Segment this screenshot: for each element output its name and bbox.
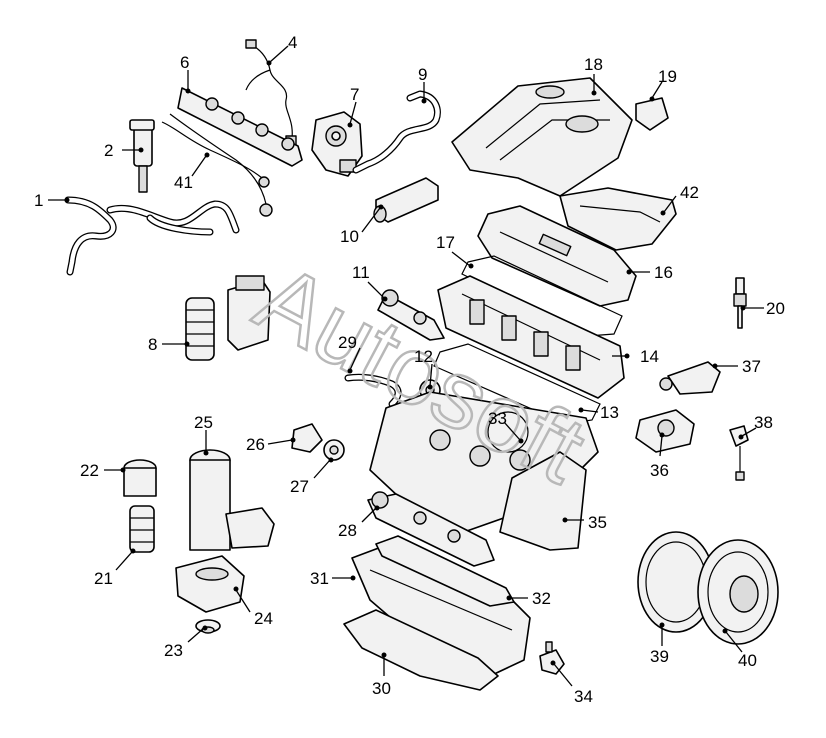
callout-40: 40 bbox=[738, 651, 757, 670]
sensor-module bbox=[373, 177, 439, 223]
vacuum-pump bbox=[635, 409, 695, 453]
callout-42: 42 bbox=[680, 183, 699, 202]
callout-8: 8 bbox=[148, 335, 157, 354]
callout-4: 4 bbox=[288, 33, 297, 52]
callout-10: 10 bbox=[340, 227, 359, 246]
callout-21: 21 bbox=[94, 569, 113, 588]
valve-cover bbox=[477, 205, 637, 307]
callout-27: 27 bbox=[290, 477, 309, 496]
timing-cover bbox=[499, 451, 587, 551]
callout-9: 9 bbox=[418, 65, 427, 84]
callout-28: 28 bbox=[338, 521, 357, 540]
callout-31: 31 bbox=[310, 569, 329, 588]
high-pressure-pump bbox=[311, 111, 363, 177]
callout-13: 13 bbox=[600, 403, 619, 422]
callout-19: 19 bbox=[658, 67, 677, 86]
callout-12: 12 bbox=[414, 347, 433, 366]
drain-plug bbox=[195, 619, 221, 634]
callout-17: 17 bbox=[436, 233, 455, 252]
callout-11: 11 bbox=[352, 263, 370, 282]
callout-35: 35 bbox=[588, 513, 607, 532]
map-sensor bbox=[635, 97, 669, 131]
callout-32: 32 bbox=[532, 589, 551, 608]
callout-24: 24 bbox=[254, 609, 273, 628]
oil-pan-lower bbox=[343, 609, 499, 691]
callout-26: 26 bbox=[246, 435, 265, 454]
callout-38: 38 bbox=[754, 413, 773, 432]
coolant-hose bbox=[344, 373, 402, 408]
head-gasket bbox=[433, 343, 601, 425]
oil-filler-cap bbox=[123, 459, 157, 497]
coolant-flange bbox=[659, 361, 721, 395]
tensioner bbox=[291, 423, 323, 453]
callout-14: 14 bbox=[640, 347, 659, 366]
callout-22: 22 bbox=[80, 461, 99, 480]
callout-33: 33 bbox=[488, 409, 507, 428]
oil-level-sensor bbox=[539, 641, 565, 675]
callout-39: 39 bbox=[650, 647, 669, 666]
intake-manifold-cover bbox=[559, 187, 677, 251]
callout-6: 6 bbox=[180, 53, 189, 72]
callout-37: 37 bbox=[742, 357, 761, 376]
filter-element bbox=[129, 505, 155, 553]
callout-1: 1 bbox=[34, 191, 43, 210]
fuel-line bbox=[352, 90, 441, 174]
callout-2: 2 bbox=[104, 141, 113, 160]
crankshaft bbox=[367, 491, 495, 567]
callout-36: 36 bbox=[650, 461, 669, 480]
oil-pump bbox=[375, 535, 515, 607]
callout-41: 41 bbox=[174, 173, 193, 192]
oil-filter-housing bbox=[175, 449, 275, 613]
callout-20: 20 bbox=[766, 299, 785, 318]
fuel-return-hose bbox=[64, 196, 240, 276]
callout-7: 7 bbox=[350, 85, 359, 104]
glow-plug bbox=[733, 277, 747, 329]
callout-leaders bbox=[48, 45, 764, 687]
fuel-injector bbox=[129, 119, 155, 193]
oil-filter bbox=[185, 275, 271, 361]
callout-29: 29 bbox=[338, 333, 357, 352]
callout-25: 25 bbox=[194, 413, 213, 432]
engine-cover bbox=[451, 77, 633, 197]
callout-18: 18 bbox=[584, 55, 603, 74]
callout-30: 30 bbox=[372, 679, 391, 698]
valve-cover-gasket bbox=[461, 255, 623, 337]
callout-16: 16 bbox=[654, 263, 673, 282]
clutch-pressure-plate bbox=[697, 539, 779, 645]
timing-sprocket bbox=[323, 439, 345, 461]
injector-pipe-set bbox=[161, 113, 273, 217]
callout-labels: 1 2 4 6 7 8 9 10 11 12 13 14 16 17 18 19… bbox=[34, 33, 785, 706]
callout-34: 34 bbox=[574, 687, 593, 706]
camshaft bbox=[377, 289, 445, 341]
callout-23: 23 bbox=[164, 641, 183, 660]
fuel-rail bbox=[177, 87, 303, 167]
cylinder-head bbox=[437, 275, 625, 399]
